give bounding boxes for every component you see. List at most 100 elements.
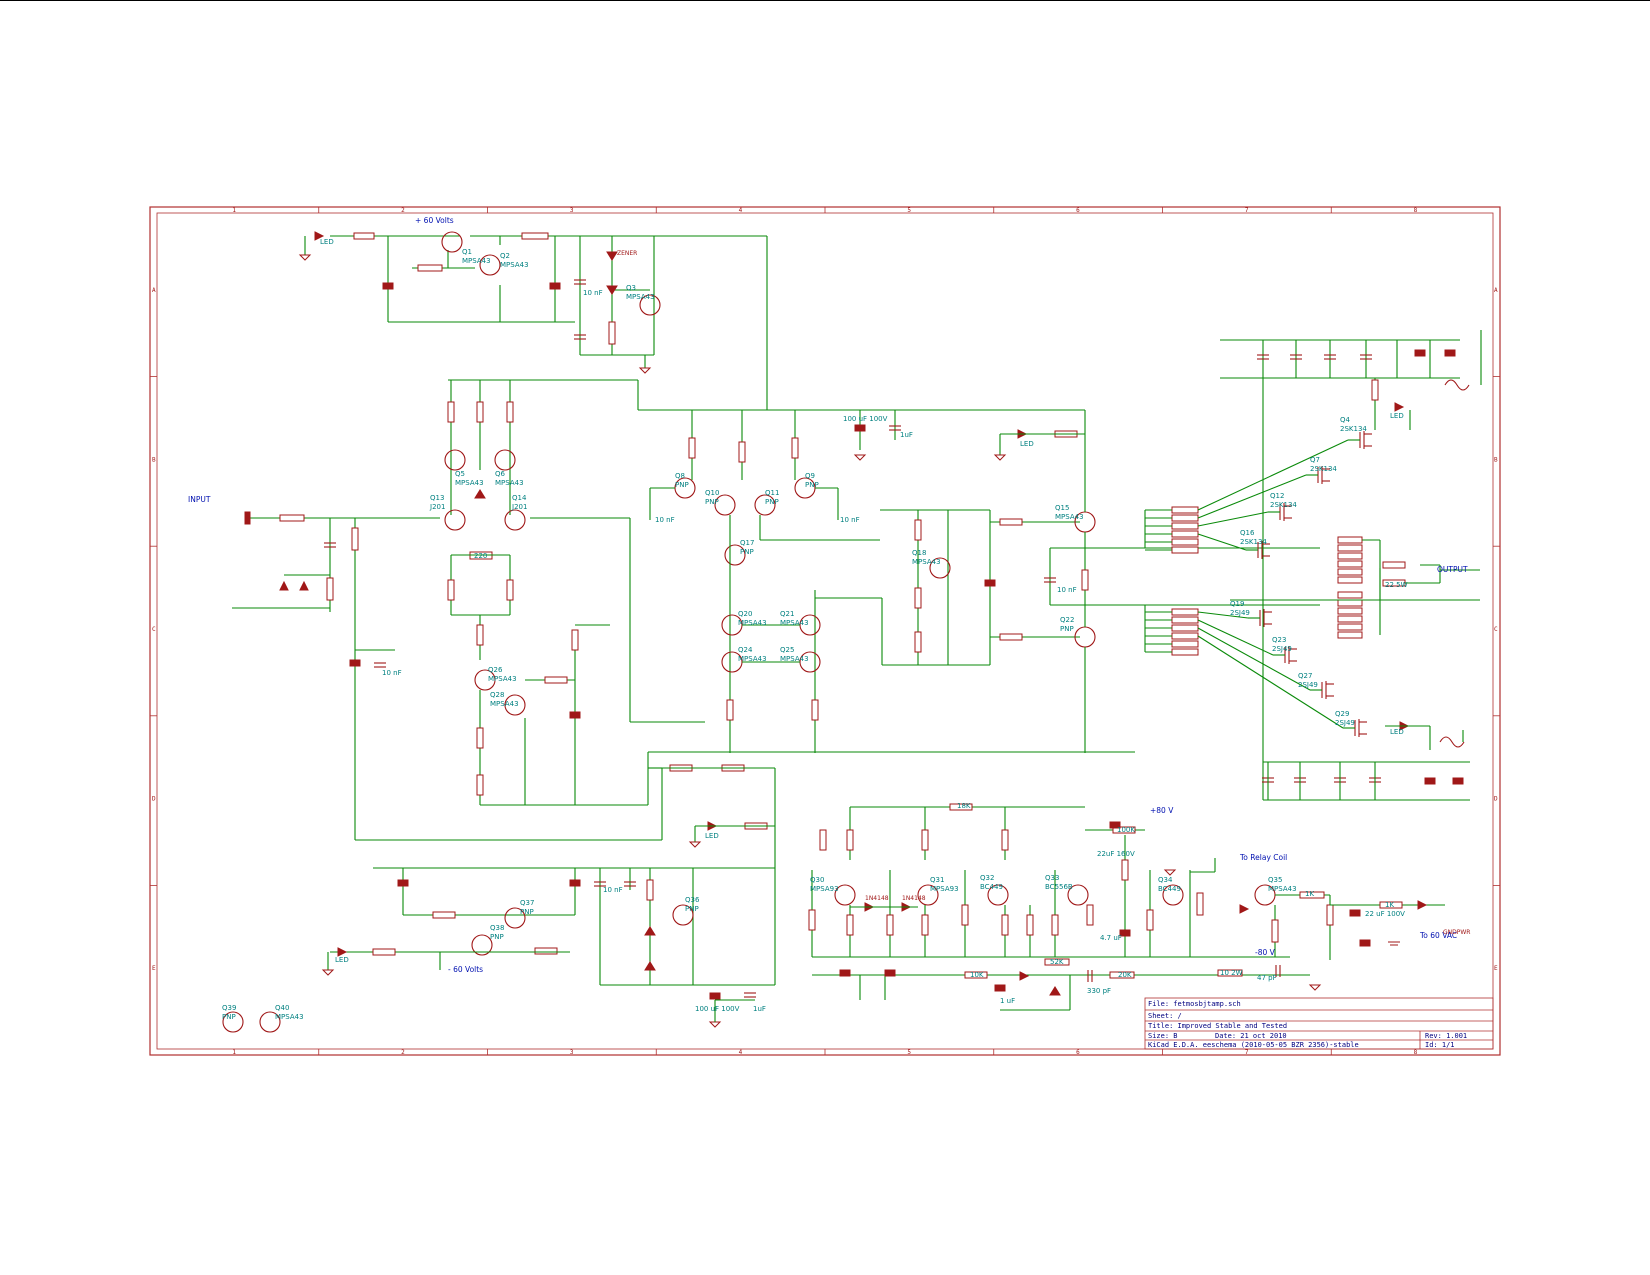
label-c14-value: 10 nF	[655, 516, 675, 524]
net-minus80: -80 V	[1255, 948, 1276, 957]
transistor-ref-q10: Q10	[705, 489, 719, 497]
label-r77: 52K	[1050, 958, 1064, 966]
tb-id: Id: 1/1	[1425, 1041, 1455, 1049]
transistor-ref-q37: Q37	[520, 899, 534, 907]
transistor-type-q4: 2SK134	[1340, 425, 1367, 433]
transistor-ref-q23: Q23	[1272, 636, 1286, 644]
col-tick-top: 8	[1414, 207, 1418, 214]
label-c36: 4.7 uF	[1100, 934, 1122, 942]
transistor-ref-q30: Q30	[810, 876, 824, 884]
title-block-text: File: fetmosbjtamp.sch Sheet: / Title: I…	[1148, 1000, 1467, 1049]
label-r61: 1K	[1385, 901, 1394, 909]
transistor-type-q5: MPSA43	[455, 479, 484, 487]
label-rv1: 220	[474, 552, 487, 560]
row-tick-left: E	[152, 965, 156, 972]
col-tick-top: 2	[401, 207, 405, 214]
transistor-ref-q19: Q19	[1230, 600, 1244, 608]
label-d13: 1N4148	[902, 895, 926, 902]
transistor-type-q15: MPSA43	[1055, 513, 1084, 521]
transistor-type-q26: MPSA43	[488, 675, 517, 683]
transistor-ref-q22: Q22	[1060, 616, 1074, 624]
transistor-ref-q40: Q40	[275, 1004, 289, 1012]
net-vac: To 60 VAC	[1419, 931, 1457, 940]
protection-section	[808, 803, 1445, 1011]
component-labels: 100 uF 100V 1uF 100 uF 100V 1uF 22uF 160…	[320, 238, 1470, 1013]
label-d4: LED	[1390, 412, 1404, 420]
tb-tool: KiCad E.D.A. eeschema (2010-05-05 BZR 23…	[1148, 1041, 1359, 1049]
net-output: OUTPUT	[1437, 565, 1468, 574]
label-c42: 1 uF	[1000, 997, 1015, 1005]
transistor-ref-q6: Q6	[495, 470, 506, 478]
neg-regulator-section	[222, 768, 776, 1033]
label-d2: ZENER	[617, 250, 637, 257]
transistor-ref-q39: Q39	[222, 1004, 236, 1012]
tb-sheet: Sheet: /	[1148, 1012, 1182, 1020]
transistor-ref-q35: Q35	[1268, 876, 1282, 884]
transistor-type-q39: PNP	[222, 1013, 236, 1021]
row-tick-left: D	[152, 796, 156, 803]
transistor-type-q19: 2SJ49	[1230, 609, 1250, 617]
transistor-type-q11: PNP	[765, 498, 779, 506]
label-r79: 10K	[970, 971, 984, 979]
col-tick-bottom: 1	[232, 1049, 236, 1056]
label-r51: 18K	[957, 802, 971, 810]
col-tick-bottom: 3	[570, 1049, 574, 1056]
transistor-type-q12: 2SK134	[1270, 501, 1297, 509]
net-labels: + 60 Volts INPUT OUTPUT - 60 Volts +80 V…	[188, 216, 1468, 974]
tb-size: Size: B	[1148, 1032, 1178, 1040]
transistor-type-q20: MPSA43	[738, 619, 767, 627]
label-c21-value: 10 nF	[382, 669, 402, 677]
transistor-type-q17: PNP	[740, 548, 754, 556]
top-border-line	[0, 0, 1650, 1]
tb-file: File: fetmosbjtamp.sch	[1148, 1000, 1241, 1008]
transistor-ref-q26: Q26	[488, 666, 503, 674]
net-plus60: + 60 Volts	[415, 216, 454, 225]
label-d1: LED	[320, 238, 334, 246]
transistor-type-q8: PNP	[675, 481, 689, 489]
transistor-type-q32: BC449	[980, 883, 1003, 891]
transistor-type-q25: MPSA43	[780, 655, 809, 663]
transistor-ref-q18: Q18	[912, 549, 926, 557]
transistor-ref-q33: Q33	[1045, 874, 1059, 882]
transistor-type-q13: J201	[429, 503, 445, 511]
col-tick-top: 6	[1076, 207, 1080, 214]
label-r80: 20K	[1118, 971, 1132, 979]
transistor-ref-q17: Q17	[740, 539, 754, 547]
label-d16: LED	[335, 956, 349, 964]
label-r26: 22 5W	[1385, 581, 1408, 589]
row-tick-right: E	[1494, 965, 1498, 972]
transistor-ref-q5: Q5	[455, 470, 465, 478]
label-c12: 100 uF 100V	[843, 415, 888, 423]
label-c13: 1uF	[900, 431, 913, 439]
transistor-ref-q34: Q34	[1158, 876, 1173, 884]
transistor-ref-q7: Q7	[1310, 456, 1320, 464]
transistor-type-q7: 2SK134	[1310, 465, 1337, 473]
row-tick-left: B	[152, 456, 156, 463]
transistor-type-q16: 2SK134	[1240, 538, 1267, 546]
transistor-type-q33: BC556B	[1045, 883, 1073, 891]
transistor-type-q18: MPSA43	[912, 558, 941, 566]
label-c35: 22uF 160V	[1097, 850, 1135, 858]
transistor-type-q34: BC449	[1158, 885, 1181, 893]
transistor-type-q30: MPSA93	[810, 885, 839, 893]
net-input: INPUT	[188, 495, 211, 504]
row-tick-right: A	[1494, 287, 1498, 294]
transistor-type-q22: PNP	[1060, 625, 1074, 633]
col-tick-top: 3	[570, 207, 574, 214]
label-d5: LED	[1020, 440, 1034, 448]
transistor-ref-q29: Q29	[1335, 710, 1349, 718]
transistor-type-q2: MPSA43	[500, 261, 529, 269]
transistor-ref-q3: Q3	[626, 284, 636, 292]
transistor-type-q1: MPSA43	[462, 257, 491, 265]
transistor-ref-q1: Q1	[462, 248, 472, 256]
row-tick-left: C	[152, 626, 156, 633]
label-d9: LED	[1390, 728, 1404, 736]
regulator-section	[298, 231, 768, 410]
label-r53: 100K	[1117, 826, 1135, 834]
transistor-type-q28: MPSA43	[490, 700, 519, 708]
input-stage	[232, 379, 1135, 841]
transistor-type-q3: MPSA43	[626, 293, 655, 301]
label-c19-value: 10 nF	[1057, 586, 1077, 594]
transistor-ref-q2: Q2	[500, 252, 510, 260]
